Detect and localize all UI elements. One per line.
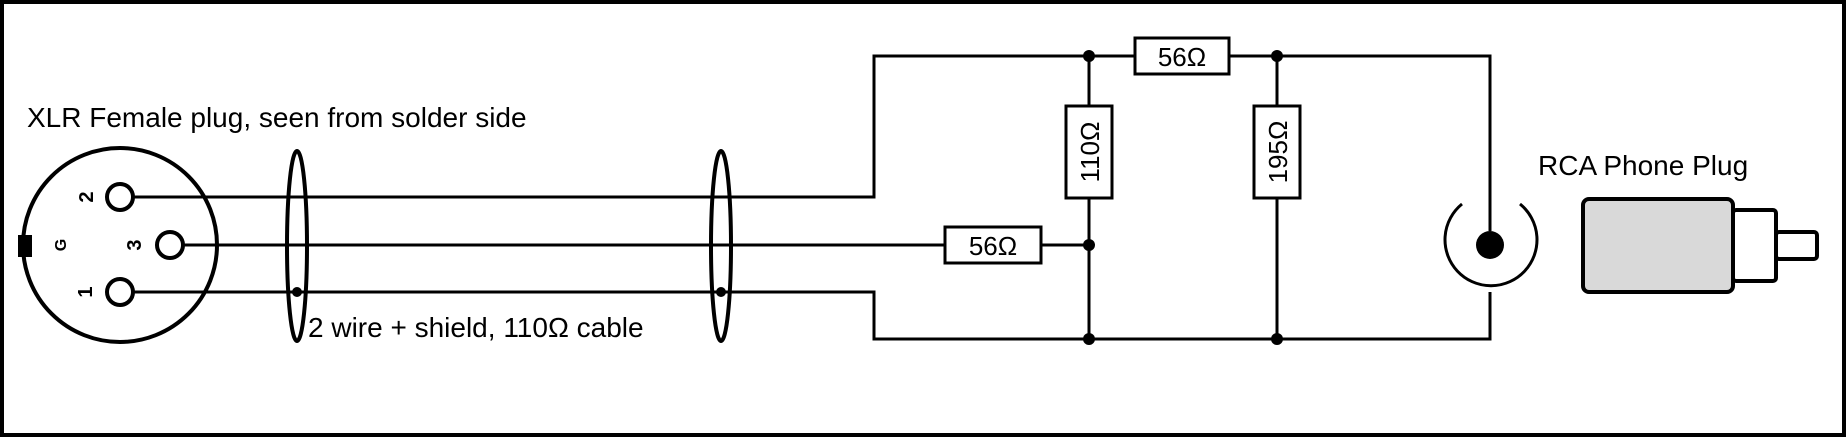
resistor-value: 195Ω [1263,121,1293,184]
resistor-shunt-right: 195Ω [1252,104,1302,200]
resistor-body [1064,104,1114,200]
rca-plug [1581,197,1819,294]
resistor-series-top: 56Ω [1133,36,1231,76]
rca-title: RCA Phone Plug [1538,150,1748,181]
rca-jack-symbol [1443,202,1539,288]
pin-1-label: 1 [75,286,97,297]
pin-3-label: 3 [124,239,146,250]
resistor-value: 110Ω [1075,122,1105,183]
xlr-pin-3 [155,230,185,260]
resistor-body [1133,36,1231,76]
xlr-pin-1 [105,277,135,307]
rca-jack-outer-arc [1443,202,1539,288]
ground-label: G [53,239,70,251]
resistor-shunt-left: 110Ω [1064,104,1114,200]
resistor-value: 56Ω [969,231,1017,261]
cable-label: 2 wire + shield, 110Ω cable [308,312,644,343]
xlr-pin-2 [105,182,135,212]
shield-ring-left [285,149,309,343]
junction-dot [1271,333,1283,345]
shield-tap-left [292,287,302,297]
shield-ring-right [709,149,733,343]
resistor-body [943,225,1043,265]
resistor-series-mid: 56Ω [943,225,1043,265]
xlr-title: XLR Female plug, seen from solder side [27,102,527,133]
xlr-latch-key [18,235,32,257]
rca-jack-center [1476,231,1504,259]
junction-dot [1083,239,1095,251]
junction-dot [1083,50,1095,62]
rca-plug-body [1581,197,1735,294]
wire-pin2-top [133,54,1492,220]
resistor-body [1252,104,1302,200]
rca-plug-pin [1774,230,1819,261]
junction-dot [1271,50,1283,62]
junction-dot [1083,333,1095,345]
shield-tap-right [716,287,726,297]
wire-pin1-bottom [133,290,1492,341]
pin-2-label: 2 [76,191,98,202]
rca-plug-sleeve [1731,208,1778,283]
resistor-value: 56Ω [1158,42,1206,72]
